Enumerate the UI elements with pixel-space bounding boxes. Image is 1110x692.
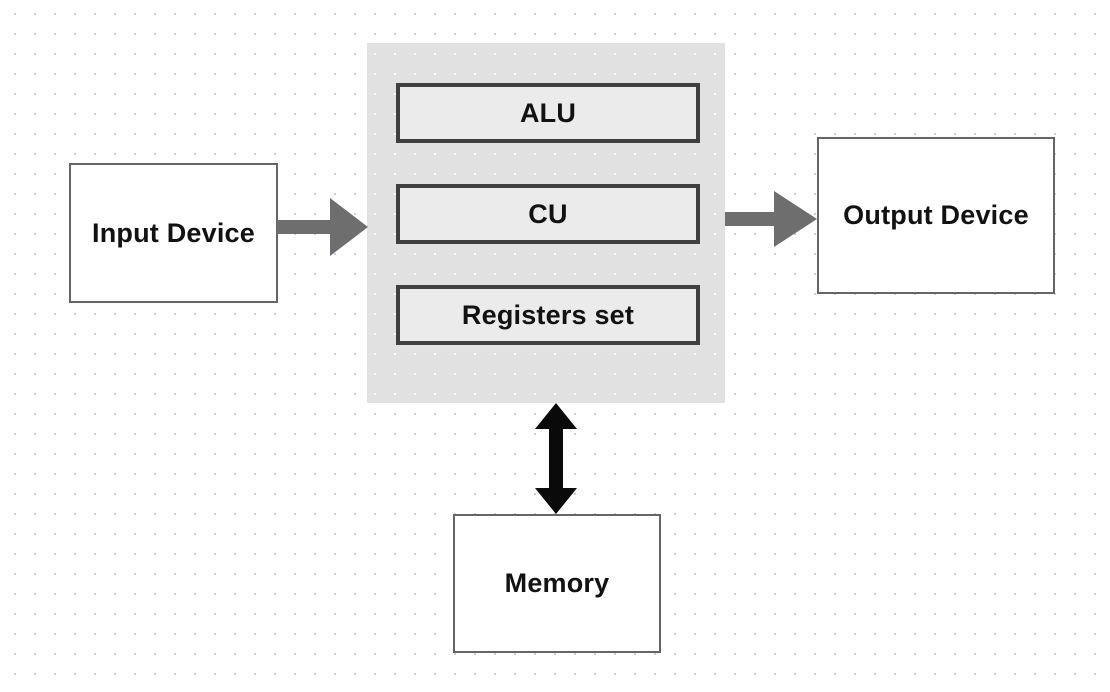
node-output-device[interactable]: Output Device <box>817 137 1055 294</box>
arrow-cpu-memory-bidirectional-icon[interactable] <box>534 403 578 514</box>
arrow-cpu-to-output-icon[interactable] <box>725 189 817 249</box>
node-registers-set[interactable]: Registers set <box>396 285 700 345</box>
output-device-label: Output Device <box>843 200 1029 230</box>
arrow-input-to-cpu-icon[interactable] <box>277 195 368 259</box>
registers-set-label: Registers set <box>461 299 635 330</box>
right-arrow-shape <box>277 198 368 256</box>
cu-label: CU <box>528 198 568 229</box>
node-cu[interactable]: CU <box>396 184 700 244</box>
node-input-device[interactable]: Input Device <box>69 163 278 303</box>
node-alu[interactable]: ALU <box>396 83 700 143</box>
memory-label: Memory <box>504 568 610 598</box>
double-arrow-shape <box>535 403 577 514</box>
alu-label: ALU <box>519 97 577 128</box>
right-arrow-shape <box>725 191 817 247</box>
input-device-label: Input Device <box>92 217 255 248</box>
node-memory[interactable]: Memory <box>453 514 661 653</box>
node-cpu-block[interactable]: ALU CU Registers set <box>367 43 725 403</box>
